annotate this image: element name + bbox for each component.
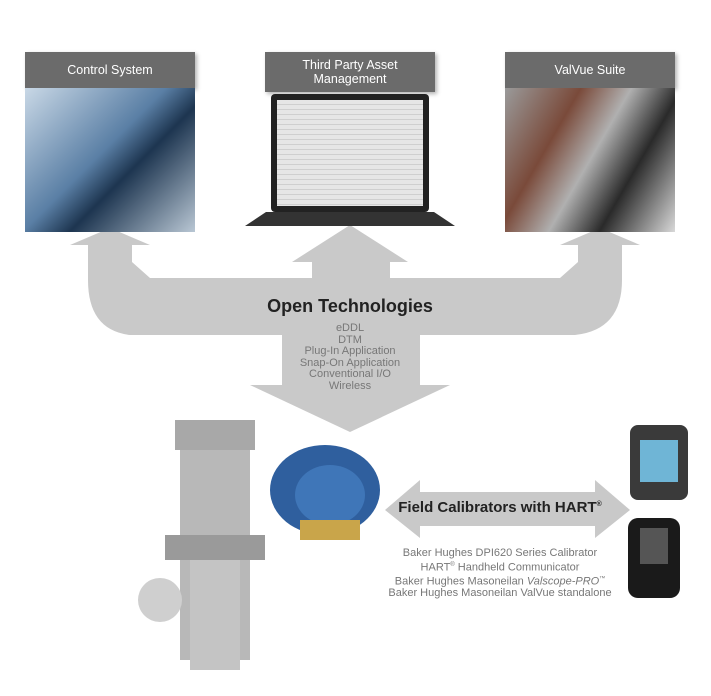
list-item: Baker Hughes DPI620 Series Calibrator bbox=[402, 547, 598, 559]
panel-title: ValVue Suite bbox=[505, 52, 675, 88]
calibrator-list: Baker Hughes DPI620 Series Calibrator HA… bbox=[360, 547, 640, 599]
title-text: Field Calibrators with HART bbox=[398, 499, 597, 516]
open-technologies-title: Open Technologies bbox=[267, 296, 433, 316]
field-calibrators-title: Field Calibrators with HART® bbox=[380, 499, 620, 516]
calibrator-devices-image bbox=[628, 425, 688, 598]
list-item: Baker Hughes Masoneilan Valscope-PRO™ bbox=[360, 574, 640, 588]
valvue-image bbox=[505, 88, 675, 232]
panel-valvue-suite: ValVue Suite bbox=[505, 52, 675, 232]
list-item: HART® Handheld Communicator bbox=[360, 560, 640, 574]
item-italic: Valscope-PRO bbox=[526, 575, 600, 588]
valve-image bbox=[138, 420, 380, 670]
item-text: Handheld Communicator bbox=[454, 561, 580, 574]
list-item: Snap-On Application bbox=[299, 356, 401, 369]
open-technologies-arrow bbox=[70, 225, 640, 432]
panel-title: Control System bbox=[25, 52, 195, 88]
open-technologies-list: eDDL DTM Plug-In Application Snap-On App… bbox=[260, 322, 440, 392]
list-item: Plug-In Application bbox=[304, 345, 396, 357]
list-item: eDDL bbox=[335, 322, 365, 334]
list-item: DTM bbox=[338, 333, 362, 346]
registered-mark: ® bbox=[450, 561, 455, 568]
panel-asset-management: Third Party Asset Management bbox=[245, 52, 455, 226]
panel-control-system: Control System bbox=[25, 52, 195, 232]
item-text: HART bbox=[420, 561, 451, 574]
laptop-image bbox=[245, 92, 455, 232]
trademark: ™ bbox=[599, 575, 606, 582]
item-text: Baker Hughes Masoneilan bbox=[394, 575, 527, 588]
list-item: Conventional I/O bbox=[309, 368, 391, 380]
panel-title: Third Party Asset Management bbox=[265, 52, 435, 92]
list-item: Baker Hughes Masoneilan ValVue standalon… bbox=[388, 586, 612, 599]
list-item: Wireless bbox=[328, 379, 372, 392]
control-system-image bbox=[25, 88, 195, 232]
registered-mark: ® bbox=[596, 501, 602, 508]
calibrator-arrow bbox=[385, 480, 630, 538]
